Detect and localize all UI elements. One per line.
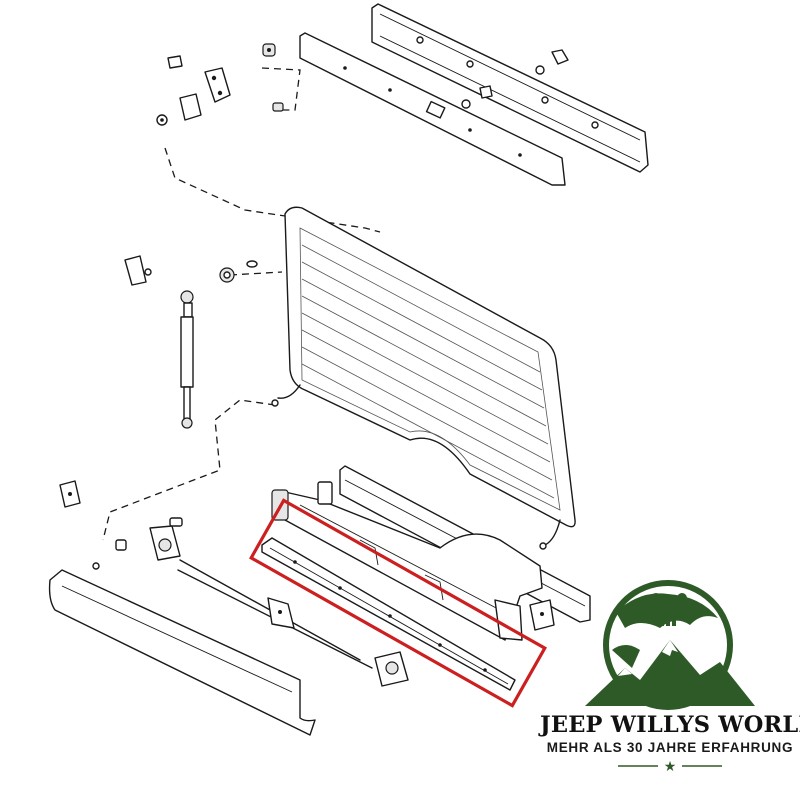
- mountain-icon: [585, 640, 755, 706]
- globe-icon: [603, 580, 733, 710]
- gas-strut: [180, 290, 194, 429]
- grille-icon: [651, 593, 687, 626]
- strut-ball-stud: [219, 260, 258, 283]
- latch-rod-bar: [261, 537, 516, 691]
- rear-window: [271, 206, 576, 550]
- brand-divider: ★: [618, 759, 722, 775]
- small-bracket-left: [59, 480, 81, 508]
- strut-bracket-upper: [124, 255, 152, 286]
- brand-logo: [585, 580, 755, 710]
- screw: [92, 562, 100, 570]
- latch-handle-left: [115, 517, 183, 561]
- upper-hinge-channel: [371, 3, 649, 173]
- center-latch-bracket: [267, 597, 295, 629]
- defroster-lines: [301, 244, 555, 499]
- brand-subtitle: MEHR ALS 30 JAHRE ERFAHRUNG: [546, 740, 794, 755]
- latch-handle-right: [374, 651, 409, 687]
- brand-title: JEEP WILLYS WORLD: [540, 712, 800, 738]
- star-icon: ★: [664, 759, 677, 775]
- hinge-assembly-top: [156, 43, 284, 126]
- highlight-box: [249, 498, 547, 708]
- tailgate-outer-skin: [48, 569, 316, 736]
- upper-rail-plate: [299, 32, 566, 186]
- brand-block: JEEP WILLYS WORLD MEHR ALS 30 JAHRE ERFA…: [540, 712, 800, 782]
- leader-lines: [102, 67, 381, 541]
